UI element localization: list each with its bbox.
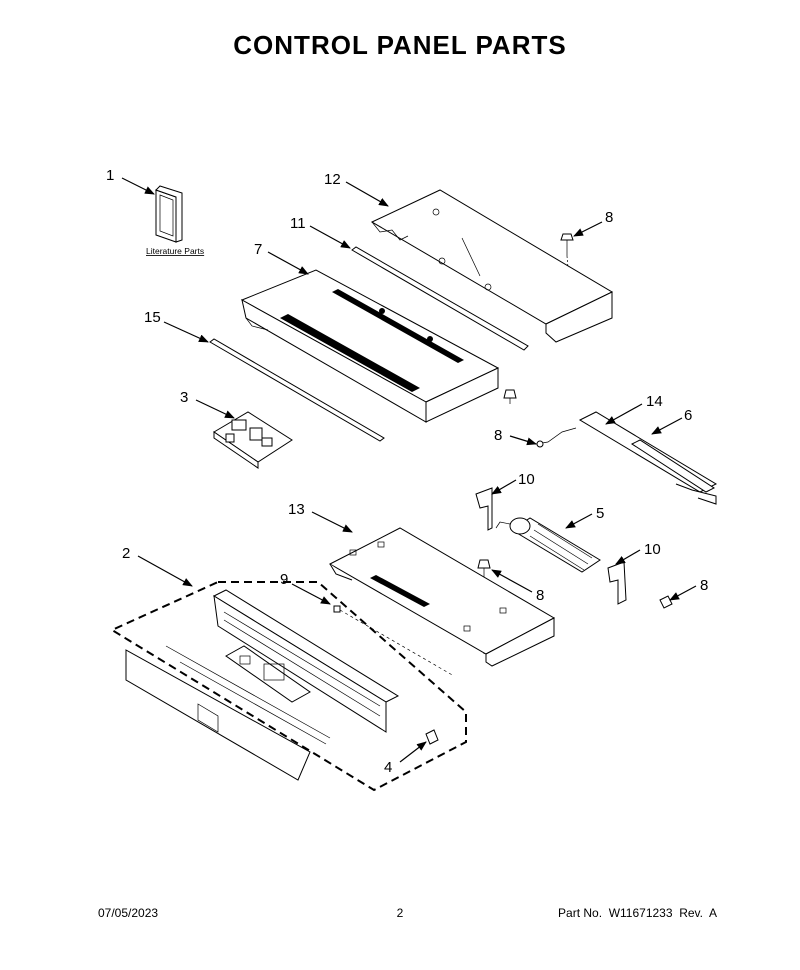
callout-3: 3: [180, 389, 188, 406]
part-2-display-board: [225, 645, 311, 703]
leader-lines: [121, 177, 697, 763]
part-5-fan: [495, 517, 601, 573]
part-11-strip: [351, 246, 529, 351]
callout-7: 7: [254, 241, 262, 258]
part-12-top-cover: [370, 189, 614, 343]
callout-13: 13: [288, 501, 305, 518]
callout-5: 5: [596, 505, 604, 522]
part-2-assembly-outline: [109, 581, 467, 792]
callout-labels: 1 12 8 11 7 15 3 14 6 8 10 5 13 10 2 8 8…: [106, 167, 708, 776]
part-3-board: [213, 411, 293, 469]
screw-8-middle: [503, 389, 517, 404]
part-15-strip: [209, 338, 385, 442]
callout-8-top: 8: [605, 209, 613, 226]
part-6-strip: [630, 439, 716, 493]
callout-2: 2: [122, 545, 130, 562]
part-2-front-panel: [125, 645, 331, 781]
screw-4: [425, 729, 439, 745]
callout-1: 1: [106, 167, 114, 184]
callout-14: 14: [646, 393, 663, 410]
callout-4: 4: [384, 759, 392, 776]
footer-page-number: 2: [396, 906, 404, 920]
callout-11: 11: [290, 215, 306, 232]
footer-part-number: Part No. W11671233 Rev. A: [558, 906, 717, 920]
literature-parts-label: Literature Parts: [146, 246, 204, 256]
callout-8-lower-middle: 8: [536, 587, 544, 604]
callout-15: 15: [144, 309, 161, 326]
callout-12: 12: [324, 171, 341, 188]
screw-8-lower-right: [659, 595, 673, 609]
callout-8-lower-right: 8: [700, 577, 708, 594]
part-9-clip: [333, 605, 455, 677]
part-2-frame: [212, 589, 400, 733]
page-title: CONTROL PANEL PARTS: [233, 30, 567, 60]
footer-date: 07/05/2023: [98, 906, 159, 920]
callout-10-top: 10: [518, 471, 535, 488]
part-14-bracket: [535, 411, 718, 505]
callout-9: 9: [280, 571, 288, 588]
callout-6: 6: [684, 407, 692, 424]
part-13-base-plate: [328, 527, 556, 667]
callout-8-middle: 8: [494, 427, 502, 444]
screw-8-top: [560, 233, 574, 269]
part-1-literature: Literature Parts: [146, 185, 204, 256]
part-7-housing: [240, 269, 500, 423]
part-10-bracket-bottom: [607, 561, 627, 605]
part-10-bracket-top: [475, 487, 493, 531]
callout-10-bottom: 10: [644, 541, 661, 558]
